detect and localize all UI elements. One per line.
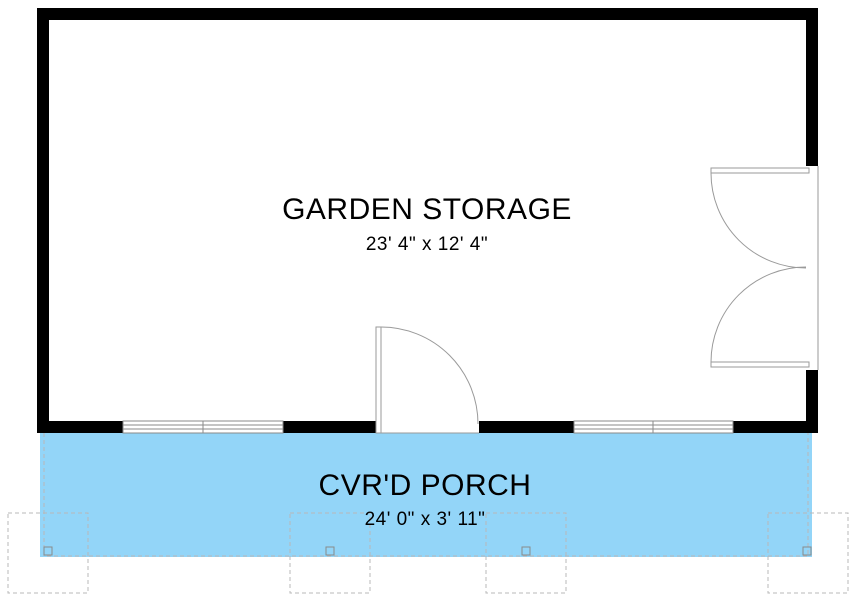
porch-dimensions: 24' 0" x 3' 11" <box>365 509 486 530</box>
wall-bottom <box>733 421 818 433</box>
porch-label: CVR'D PORCH <box>319 469 532 502</box>
pier-footing <box>7 512 89 594</box>
window-right <box>573 420 734 434</box>
porch-post <box>802 546 812 556</box>
window-left <box>122 420 284 434</box>
wall-left <box>37 8 49 433</box>
wall-bottom <box>283 421 376 433</box>
wall-right-lower <box>806 370 818 433</box>
porch-post <box>43 546 53 556</box>
wall-right-upper <box>806 8 818 166</box>
porch-area <box>40 430 812 557</box>
porch-post <box>521 546 531 556</box>
pier-footing <box>289 512 371 594</box>
pier-footing <box>767 512 849 594</box>
entry-door <box>375 326 479 434</box>
wall-bottom <box>479 421 574 433</box>
double-door <box>710 166 819 370</box>
porch-post <box>325 546 335 556</box>
wall-bottom <box>37 421 123 433</box>
wall-top <box>37 8 818 20</box>
pier-footing <box>485 512 567 594</box>
garden-storage-label: GARDEN STORAGE <box>282 193 572 226</box>
garden-storage-dimensions: 23' 4" x 12' 4" <box>366 234 488 255</box>
